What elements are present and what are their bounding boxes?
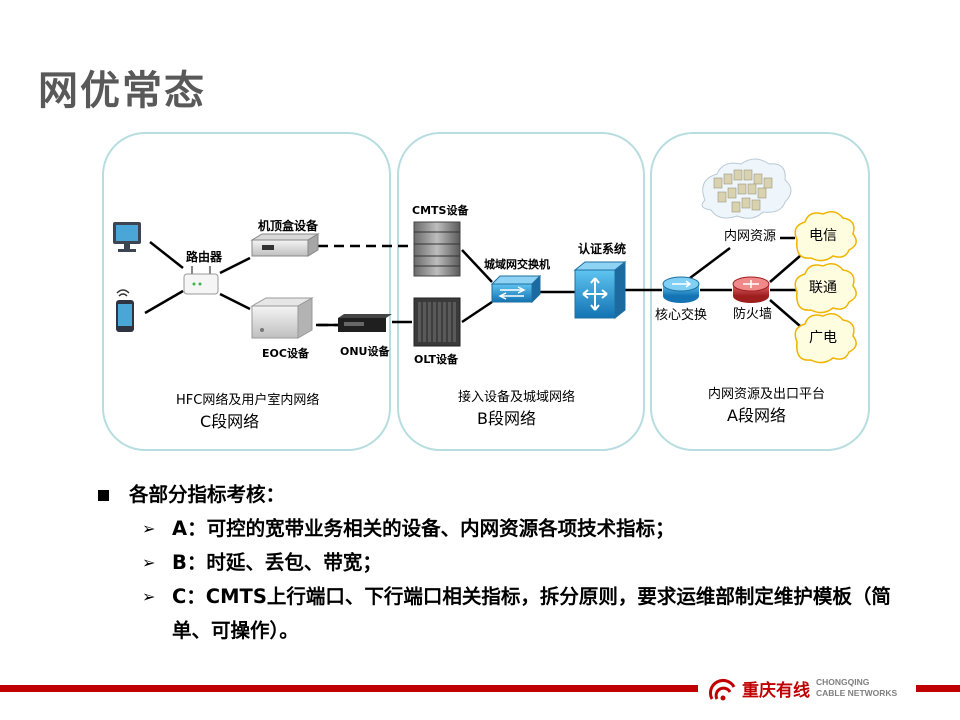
assessment-list: 各部分指标考核： ➢ A：可控的宽带业务相关的设备、内网资源各项技术指标； ➢ … bbox=[96, 478, 916, 648]
logo-text-en-line1: CHONGQING bbox=[816, 677, 870, 687]
core-switch-label: 核心交换 bbox=[655, 307, 707, 323]
isp-unicom-label: 联通 bbox=[809, 280, 837, 296]
firewall-icon bbox=[732, 276, 770, 303]
slide-title: 网优常态 bbox=[38, 68, 206, 114]
arrow-bullet-icon: ➢ bbox=[142, 587, 156, 606]
onu-device-label: ONU设备 bbox=[340, 344, 390, 358]
settop-box-icon bbox=[250, 233, 320, 257]
logo-text-en: CHONGQING CABLE NETWORKS bbox=[816, 677, 897, 699]
eoc-device-label: EOC设备 bbox=[262, 346, 310, 360]
logo-text-en-line2: CABLE NETWORKS bbox=[816, 688, 898, 698]
router-label: 路由器 bbox=[186, 249, 223, 264]
arrow-bullet-icon: ➢ bbox=[142, 519, 156, 538]
auth-system-label: 认证系统 bbox=[578, 241, 626, 256]
server-cloud-icon bbox=[701, 158, 792, 219]
assessment-item: ➢ C：CMTS上行端口、下行端口相关指标，拆分原则，要求运维部制定维护模板（简… bbox=[96, 580, 916, 648]
assessment-item-a: A：可控的宽带业务相关的设备、内网资源各项技术指标； bbox=[172, 517, 675, 540]
isp-cloud-icon bbox=[794, 211, 857, 364]
isp-broadcast-label: 广电 bbox=[809, 330, 837, 346]
footer-bar bbox=[0, 685, 698, 692]
square-bullet-icon bbox=[98, 489, 109, 501]
olt-device-label: OLT设备 bbox=[414, 352, 459, 366]
firewall-label: 防火墙 bbox=[733, 306, 772, 322]
zone-a-segment: A段网络 bbox=[727, 406, 786, 425]
zone-c-segment: C段网络 bbox=[200, 412, 259, 431]
zone-a-frame bbox=[650, 132, 870, 451]
logo-text-cn: 重庆有线 bbox=[742, 680, 810, 701]
auth-system-icon bbox=[573, 260, 627, 320]
zone-b-segment: B段网络 bbox=[477, 409, 536, 428]
logo-mark-icon bbox=[708, 673, 738, 703]
assessment-item: ➢ B：时延、丢包、带宽； bbox=[96, 546, 916, 580]
intranet-resource-label: 内网资源 bbox=[724, 228, 776, 244]
zone-c-caption: HFC网络及用户室内网络 bbox=[176, 392, 319, 408]
zone-c-frame bbox=[102, 132, 391, 451]
router-icon bbox=[183, 266, 219, 295]
core-switch-icon bbox=[662, 276, 700, 303]
footer-bar bbox=[916, 685, 960, 692]
zone-a-caption: 内网资源及出口平台 bbox=[708, 386, 825, 402]
assessment-item-b: B：时延、丢包、带宽； bbox=[172, 551, 382, 574]
metro-switch-icon bbox=[490, 274, 542, 304]
eoc-device-icon bbox=[250, 297, 314, 339]
onu-device-icon bbox=[338, 314, 392, 332]
arrow-bullet-icon: ➢ bbox=[142, 553, 156, 572]
assessment-heading-row: 各部分指标考核： bbox=[96, 478, 916, 512]
company-logo: 重庆有线 CHONGQING CABLE NETWORKS bbox=[708, 666, 913, 710]
metro-switch-label: 城域网交换机 bbox=[484, 257, 550, 271]
zone-b-frame bbox=[397, 132, 645, 451]
isp-telecom-label: 电信 bbox=[809, 228, 837, 244]
olt-device-icon bbox=[413, 297, 461, 347]
settop-box-label: 机顶盒设备 bbox=[258, 218, 319, 233]
network-diagram: 路由器 机顶盒设备 EOC设备 ONU设备 CMTS设备 bbox=[102, 132, 870, 451]
dashed-links bbox=[318, 244, 412, 327]
cmts-device-label: CMTS设备 bbox=[412, 203, 469, 217]
cmts-device-icon bbox=[413, 221, 461, 277]
monitor-icon bbox=[113, 222, 141, 252]
smartphone-icon bbox=[116, 289, 134, 332]
assessment-heading: 各部分指标考核： bbox=[129, 483, 286, 506]
assessment-item-c: C：CMTS上行端口、下行端口相关指标，拆分原则，要求运维部制定维护模板（简单、… bbox=[172, 585, 891, 642]
zone-b-caption: 接入设备及城域网络 bbox=[458, 389, 575, 405]
assessment-item: ➢ A：可控的宽带业务相关的设备、内网资源各项技术指标； bbox=[96, 512, 916, 546]
